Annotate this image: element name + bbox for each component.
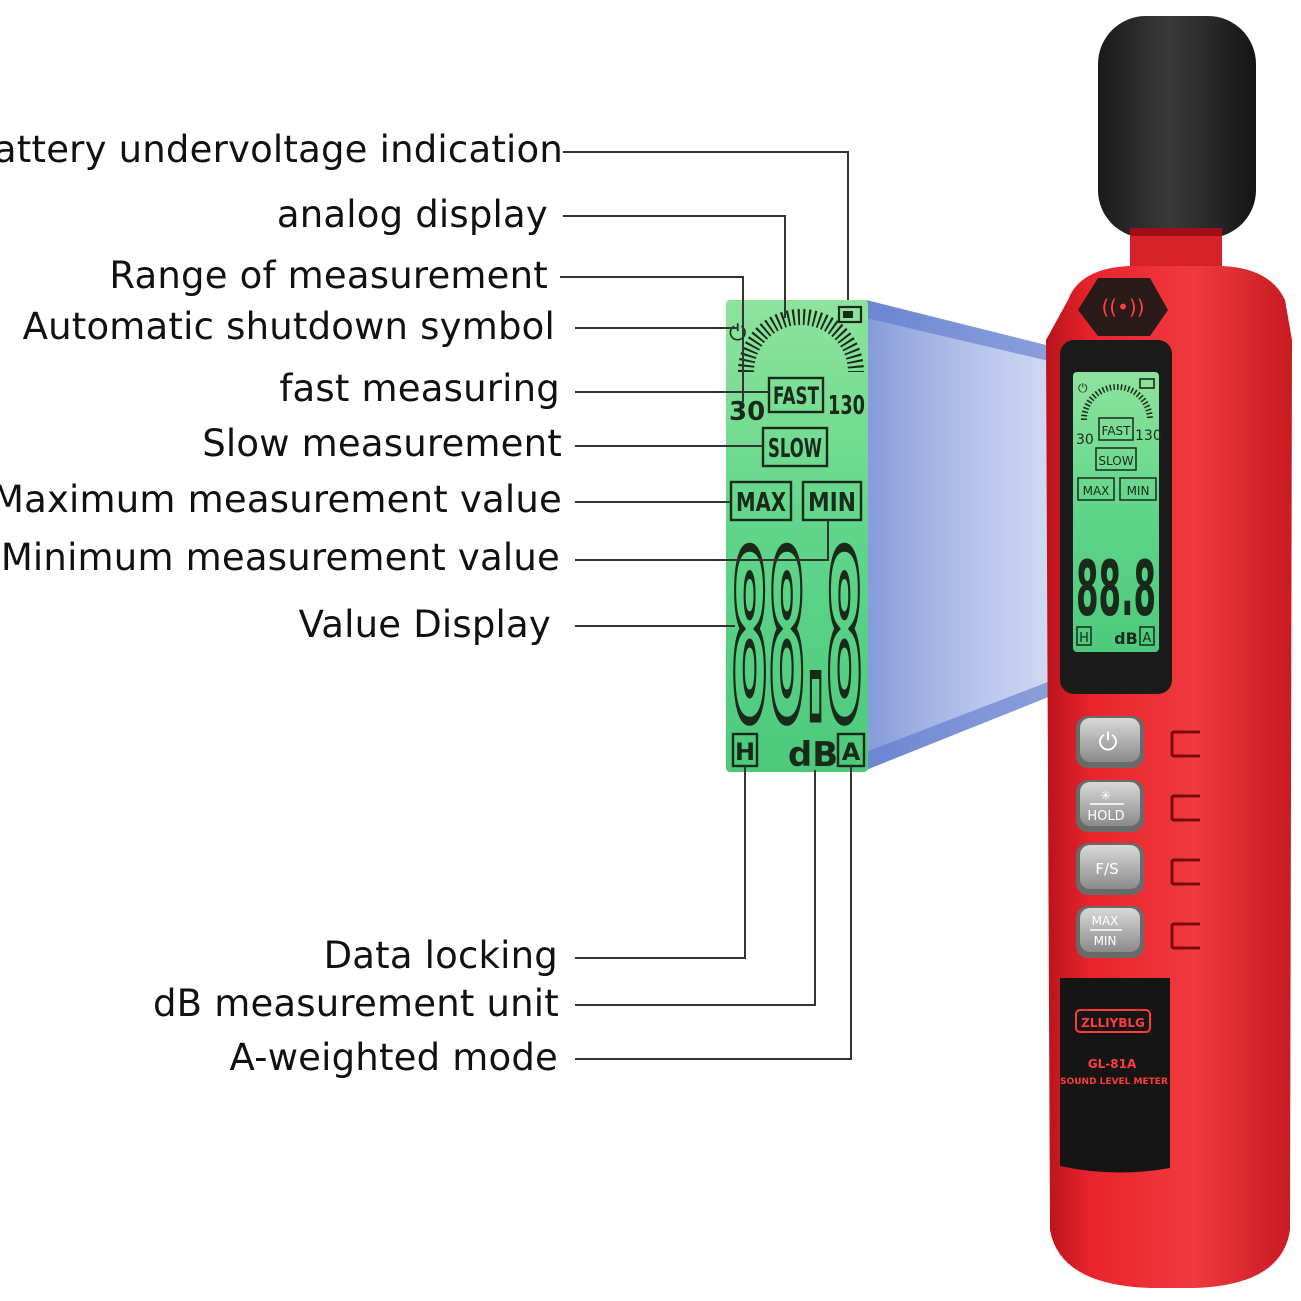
sun-icon: ✳ bbox=[1101, 789, 1112, 804]
leader-battery bbox=[563, 151, 849, 300]
brand-logo: ZLLIYBLG bbox=[1081, 1016, 1145, 1030]
microphone bbox=[1098, 16, 1256, 238]
sensor-badge bbox=[1078, 278, 1168, 336]
mini-slow: SLOW bbox=[1098, 454, 1133, 468]
hold-indicator: H bbox=[735, 738, 755, 766]
max-indicator: MAX bbox=[736, 488, 786, 518]
db-unit: dB bbox=[788, 735, 838, 775]
label-hold: Data locking bbox=[323, 934, 558, 977]
mini-aweight: A bbox=[1143, 631, 1152, 646]
label-range: Range of measurement bbox=[109, 254, 548, 297]
lcd-panel bbox=[726, 300, 868, 772]
maxmin-button[interactable]: MAX MIN bbox=[1076, 906, 1144, 958]
mini-battery-icon bbox=[1139, 378, 1155, 389]
hold-button[interactable]: ✳ HOLD bbox=[1076, 780, 1144, 832]
mini-hold: H bbox=[1079, 631, 1089, 646]
product-subtitle: SOUND LEVEL METER bbox=[1060, 1077, 1168, 1087]
sound-level-meter: ((•)) ⏻ 30 FAST 130 SLOW MAX MIN 88.8 bbox=[1046, 16, 1292, 1288]
mini-range-low: 30 bbox=[1076, 432, 1094, 448]
label-analog: analog display bbox=[276, 193, 548, 236]
brand-panel bbox=[1060, 978, 1170, 1173]
aweight-indicator: A bbox=[842, 738, 861, 766]
value-digits: 88.8 bbox=[731, 506, 863, 773]
label-slow: Slow measurement bbox=[202, 422, 562, 465]
leader-lines bbox=[560, 151, 852, 1060]
battery-icon bbox=[837, 305, 863, 324]
enlarged-lcd: ⏻ 30 130 FAST SLOW MAX bbox=[726, 300, 868, 778]
device-lcd bbox=[1073, 372, 1159, 652]
fs-button[interactable]: F/S bbox=[1076, 843, 1144, 895]
slow-indicator: SLOW bbox=[768, 434, 822, 464]
leader-db bbox=[575, 770, 816, 1006]
min-button-label: MIN bbox=[1094, 934, 1117, 948]
leader-aweight bbox=[575, 766, 852, 1060]
mini-max: MAX bbox=[1083, 484, 1110, 498]
leader-hold bbox=[575, 766, 746, 959]
leader-range bbox=[560, 276, 744, 402]
leader-analog bbox=[563, 215, 786, 318]
range-high: 130 bbox=[828, 391, 865, 421]
power-icon: ⏻ bbox=[1099, 728, 1118, 756]
power-button[interactable]: ⏻ bbox=[1076, 716, 1144, 768]
mini-min: MIN bbox=[1127, 484, 1150, 498]
label-db: dB measurement unit bbox=[152, 982, 559, 1025]
min-indicator: MIN bbox=[808, 488, 856, 518]
device-lcd-content: ⏻ 30 FAST 130 SLOW MAX MIN 88.8 H dB A bbox=[1076, 378, 1162, 648]
projection-beam bbox=[866, 300, 1066, 770]
range-low: 30 bbox=[729, 397, 765, 427]
label-fast: fast measuring bbox=[279, 367, 560, 410]
device-buttons: ⏻ ✳ HOLD F/S MAX bbox=[1076, 716, 1144, 958]
mini-power-icon: ⏻ bbox=[1078, 381, 1088, 395]
mini-unit: dB bbox=[1114, 629, 1138, 648]
callout-labels: Battery undervoltage indication analog d… bbox=[0, 0, 563, 1301]
leader-min bbox=[575, 520, 829, 561]
label-value: Value Display bbox=[298, 603, 551, 646]
max-button-label: MAX bbox=[1092, 914, 1119, 928]
hold-button-label: HOLD bbox=[1087, 809, 1124, 824]
grip-ridges bbox=[1170, 730, 1200, 950]
label-battery: Battery undervoltage indication bbox=[0, 128, 563, 171]
model-name: GL-81A bbox=[1088, 1057, 1137, 1071]
mini-fast: FAST bbox=[1102, 424, 1132, 438]
fs-button-label: F/S bbox=[1095, 860, 1118, 878]
label-min: Minimum measurement value bbox=[0, 536, 560, 579]
label-shutdown: Automatic shutdown symbol bbox=[22, 305, 555, 348]
mini-range-high: 130 bbox=[1135, 428, 1162, 444]
label-aweight: A-weighted mode bbox=[229, 1036, 558, 1079]
mini-digits: 88.8 bbox=[1076, 544, 1156, 633]
fast-indicator: FAST bbox=[773, 382, 819, 410]
label-max: Maximum measurement value bbox=[0, 478, 562, 521]
sound-wave-icon: ((•)) bbox=[1101, 295, 1144, 319]
